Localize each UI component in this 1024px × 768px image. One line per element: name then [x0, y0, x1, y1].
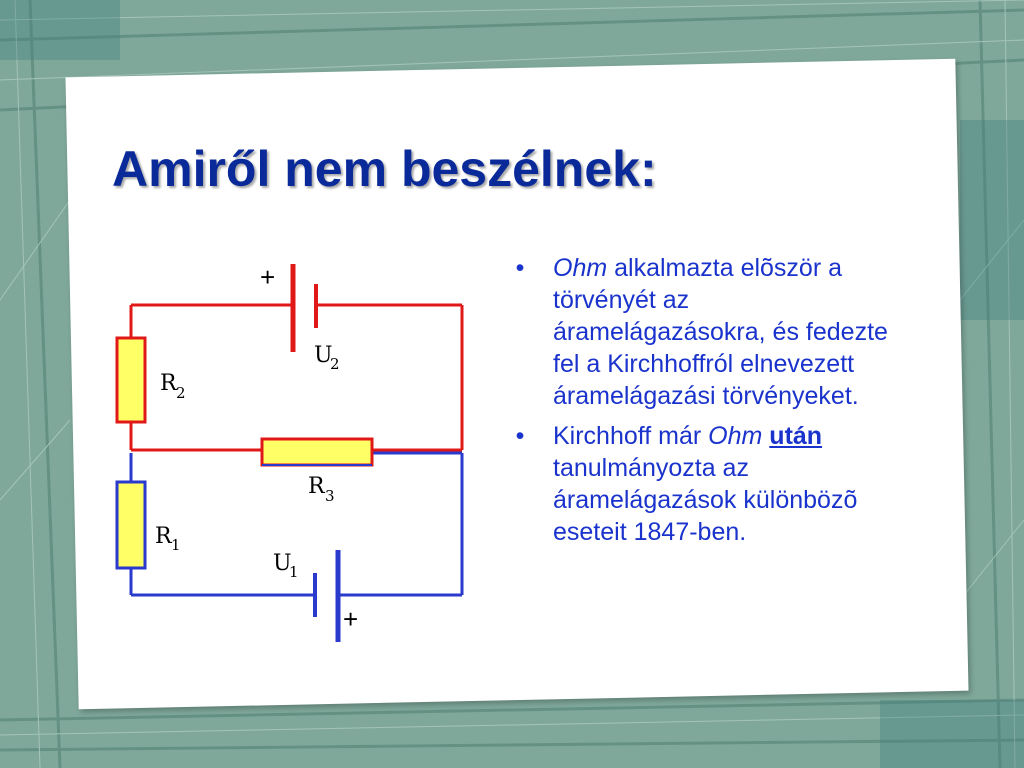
battery-u2-label: U — [314, 343, 333, 368]
resistor-r1-subscript: 1 — [171, 536, 181, 554]
bullet-2-emphasis: után — [769, 422, 823, 450]
bullet-2-text-end: tanulmányozta az áramelágazások különböz… — [553, 454, 858, 546]
bullet-dot: • — [515, 422, 525, 450]
resistor-r2-subscript: 2 — [176, 384, 186, 402]
bullet-1-text: alkalmazta elõször a törvényét az áramel… — [553, 254, 888, 410]
battery-u1-label: U — [273, 551, 292, 576]
circuit-diagram: + U 2 R 2 R 3 R 1 U 1 + — [115, 262, 464, 642]
bullet-dot: • — [515, 254, 525, 282]
battery-u2-plus: + — [260, 262, 275, 292]
battery-u1-subscript: 1 — [289, 563, 299, 581]
battery-u2-subscript: 2 — [330, 355, 340, 373]
resistor-r3-label: R — [308, 474, 326, 499]
lower-loop-wires — [129, 451, 464, 597]
bullet-1-name: Ohm — [553, 254, 608, 282]
resistor-r2: R 2 — [115, 336, 186, 424]
bullet-2-text-start: Kirchhoff már — [553, 422, 709, 450]
bullet-item-ohm: • Ohm alkalmazta elõször a törvényét az … — [510, 252, 890, 412]
battery-u1-plus: + — [343, 604, 358, 634]
bullet-2-name: Ohm — [708, 422, 763, 450]
bullet-list: • Ohm alkalmazta elõször a törvényét az … — [510, 252, 890, 556]
resistor-r3: R 3 — [260, 437, 374, 505]
battery-u1: U 1 + — [273, 550, 358, 642]
resistor-r3-subscript: 3 — [325, 487, 335, 505]
resistor-r1: R 1 — [115, 480, 181, 570]
upper-loop-wires — [129, 303, 464, 452]
resistor-r1-label: R — [155, 524, 173, 549]
battery-u2: + U 2 — [260, 262, 340, 373]
slide-title: Amiről nem beszélnek: — [112, 141, 657, 197]
bullet-item-kirchhoff: • Kirchhoff már Ohm után tanulmányozta a… — [510, 420, 890, 548]
resistor-r2-label: R — [160, 371, 178, 396]
